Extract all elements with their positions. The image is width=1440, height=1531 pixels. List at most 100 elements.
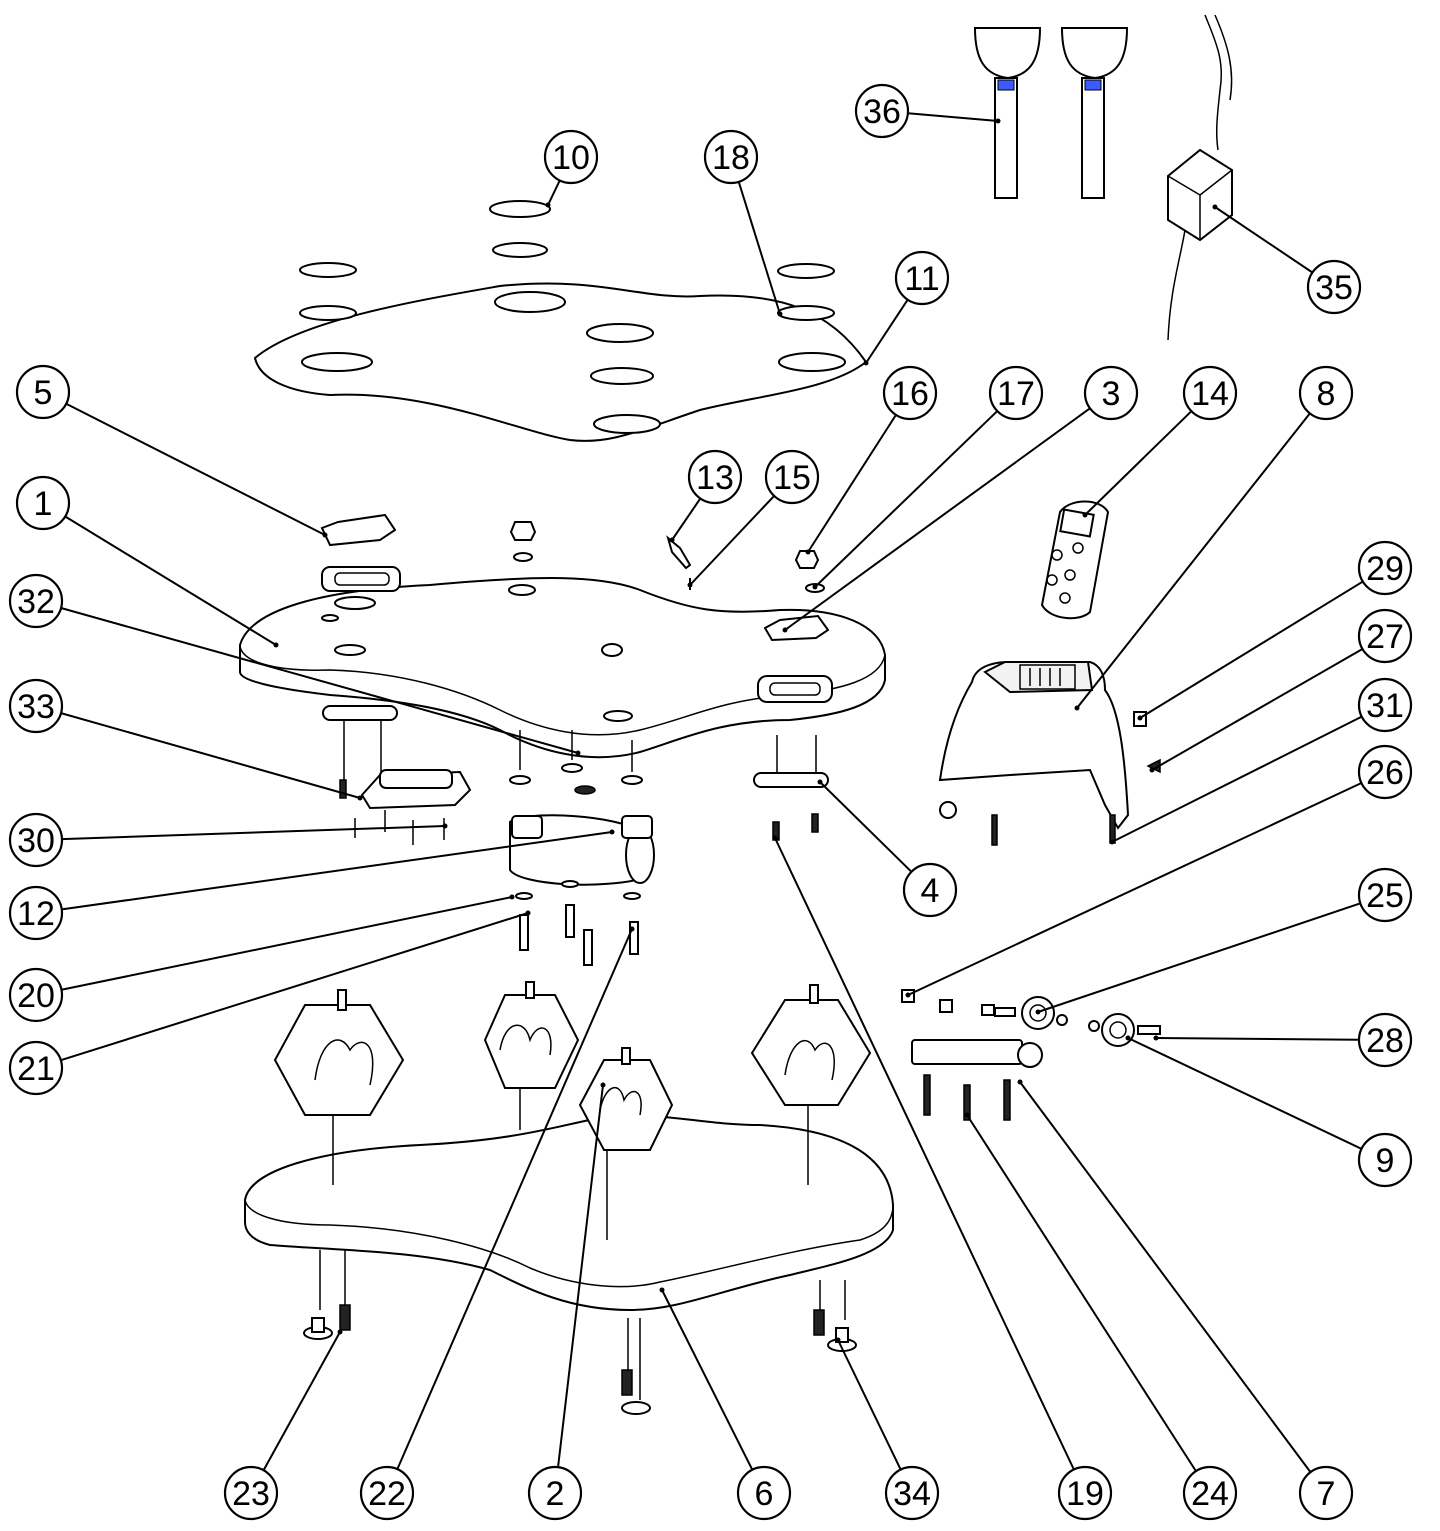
resistance-straps	[973, 27, 1129, 199]
callout-number: 32	[17, 583, 55, 621]
callout-35: 35	[1212, 204, 1362, 315]
callout-circle	[8, 573, 64, 629]
callout-number: 30	[17, 822, 55, 860]
leader-line	[61, 825, 446, 841]
callout-14: 14	[1082, 365, 1238, 518]
callout-circle	[359, 1465, 415, 1521]
leader-tip	[669, 537, 675, 543]
callout-22: 22	[359, 926, 635, 1521]
callout-number: 14	[1191, 375, 1229, 413]
power-adapter	[1167, 14, 1233, 341]
callout-circle	[736, 1465, 792, 1521]
callout-number: 29	[1366, 550, 1404, 588]
leader-line	[814, 410, 998, 588]
callout-number: 15	[773, 459, 811, 497]
callout-circle	[15, 475, 71, 531]
callout-number: 8	[1317, 375, 1336, 413]
leader-line	[1076, 412, 1311, 709]
console-housing	[938, 661, 1161, 846]
callout-number: 13	[696, 459, 734, 497]
callout-circle	[1357, 677, 1413, 733]
callout-circle	[8, 967, 64, 1023]
callout-circle	[1357, 867, 1413, 923]
callout-number: 22	[368, 1475, 406, 1513]
callout-circle	[8, 678, 64, 734]
callout-31: 31	[1109, 677, 1413, 845]
callout-30: 30	[8, 812, 448, 868]
callout-13: 13	[669, 449, 743, 543]
callout-number: 17	[997, 375, 1035, 413]
leader-tip	[905, 992, 911, 998]
callout-33: 33	[8, 678, 363, 801]
leader-tip	[964, 1112, 970, 1118]
leader-tip	[273, 642, 279, 648]
leader-tip	[777, 311, 783, 317]
leader-line	[1084, 410, 1193, 516]
callout-circle	[1357, 744, 1413, 800]
leader-line	[737, 181, 781, 315]
leader-tip	[687, 582, 693, 588]
leader-line	[865, 299, 909, 364]
callout-number: 23	[232, 1475, 270, 1513]
callout-circle	[543, 129, 599, 185]
callout-26: 26	[905, 744, 1413, 998]
base-platform	[244, 1114, 894, 1312]
leader-tip	[509, 894, 515, 900]
leader-tip	[1149, 767, 1155, 773]
leader-line	[1111, 715, 1363, 843]
callout-circle	[223, 1465, 279, 1521]
callout-number: 12	[17, 895, 55, 933]
leader-line	[60, 912, 529, 1062]
callout-circle	[764, 449, 820, 505]
leader-tip	[1125, 1035, 1131, 1041]
leader-line	[661, 1289, 754, 1471]
callout-circle	[988, 365, 1044, 421]
switch-part	[354, 769, 472, 845]
callout-11: 11	[863, 250, 950, 366]
leader-line	[1139, 580, 1364, 719]
callout-circle	[1083, 365, 1139, 421]
leader-line	[262, 1331, 341, 1471]
callout-15: 15	[687, 449, 820, 588]
leader-tip	[1109, 839, 1115, 845]
callout-circle	[884, 1465, 940, 1521]
callout-number: 6	[755, 1475, 774, 1513]
leader-tip	[772, 835, 778, 841]
callout-9: 9	[1125, 1035, 1413, 1188]
callout-number: 25	[1366, 877, 1404, 915]
leader-line	[65, 402, 326, 536]
leader-tip	[835, 1337, 841, 1343]
callout-6: 6	[659, 1287, 792, 1521]
callout-circle	[1357, 1012, 1413, 1068]
callout-circle	[1182, 1465, 1238, 1521]
callout-17: 17	[812, 365, 1044, 590]
callout-circle	[527, 1465, 583, 1521]
callout-29: 29	[1137, 540, 1413, 721]
callout-circle	[8, 812, 64, 868]
callout-16: 16	[805, 365, 938, 555]
callout-number: 20	[17, 977, 55, 1015]
leader-line	[907, 782, 1362, 996]
leader-tip	[1017, 1079, 1023, 1085]
leader-line	[966, 1114, 1197, 1472]
callout-28: 28	[1153, 1012, 1413, 1068]
callout-27: 27	[1149, 608, 1413, 773]
callout-7: 7	[1017, 1079, 1354, 1521]
bracket-right	[753, 735, 829, 841]
leader-tip	[575, 750, 581, 756]
leader-line	[689, 495, 775, 586]
callout-25: 25	[1035, 867, 1413, 1015]
leader-tip	[863, 360, 869, 366]
callout-32: 32	[8, 573, 581, 756]
callout-circle	[854, 83, 910, 139]
callout-circle	[703, 129, 759, 185]
callout-circle	[882, 365, 938, 421]
callout-3: 3	[782, 365, 1139, 633]
leader-tip	[1082, 512, 1088, 518]
callout-circle	[894, 250, 950, 306]
leader-tip	[812, 584, 818, 590]
leader-line	[807, 414, 897, 553]
leader-tip	[805, 549, 811, 555]
callout-20: 20	[8, 894, 515, 1023]
